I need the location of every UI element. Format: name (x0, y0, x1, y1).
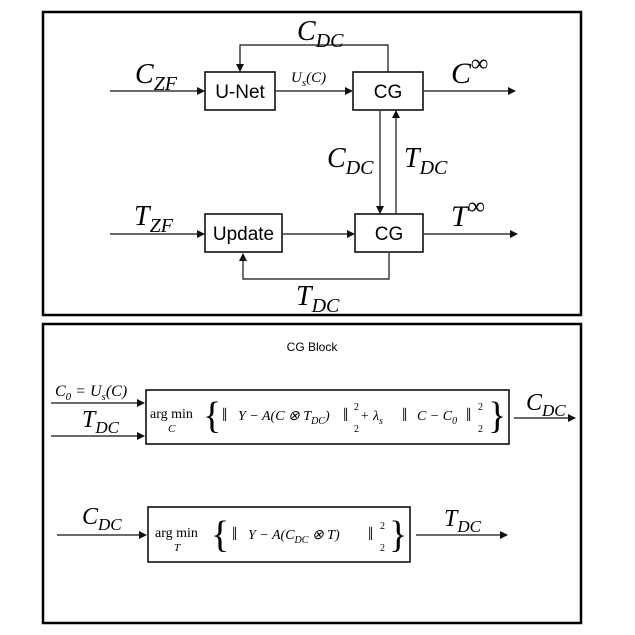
label-tinf: T∞ (451, 194, 485, 233)
label-cinf: C∞ (451, 51, 488, 90)
row2-norm-sub: 2 (380, 543, 385, 554)
cg-bottom-label: CG (375, 224, 404, 245)
row2-left-brace: { (211, 514, 229, 556)
label-tdc-up: TDC (404, 143, 448, 179)
row1-input-c0: C0 = Us(C) (55, 383, 127, 403)
row2-formula-box: arg min T { ‖ Y − A(CDC ⊗ T) ‖ 2 2 } (147, 506, 411, 563)
row1-data-term: Y − A(C ⊗ TDC) (238, 409, 330, 427)
row1-argmin: arg min (150, 407, 193, 422)
row2-norm-exp: 2 (380, 521, 385, 532)
label-us-c: Us(C) (291, 70, 326, 89)
row1-norm-sub: 2 (354, 424, 359, 435)
row1-argmin-var: C (168, 423, 176, 435)
unet-label: U-Net (215, 82, 265, 103)
row2-input-cdc: CDC (82, 504, 122, 534)
row1-reg-exp: 2 (478, 402, 483, 413)
bottom-panel-frame (41, 322, 583, 625)
arrow-tdc-feedback (239, 253, 390, 280)
row2-right-brace: } (389, 514, 407, 556)
row2-data-term: Y − A(CDC ⊗ T) (248, 528, 340, 546)
label-czf: CZF (135, 59, 178, 95)
label-cdc-down: CDC (327, 143, 374, 179)
row1-reg-norm-open: ‖ (402, 405, 407, 426)
cg-block-title: CG Block (287, 340, 339, 354)
row1-reg-norm-close: ‖ (466, 405, 471, 426)
update-label: Update (213, 224, 274, 245)
row1-reg-term: C − C0 (417, 409, 457, 427)
row1-right-brace: } (488, 395, 506, 437)
row2-norm-close: ‖ (368, 524, 373, 545)
cg-bottom-block: CG (354, 213, 424, 253)
cg-top-block: CG (352, 71, 424, 111)
row2-norm-open: ‖ (232, 524, 237, 545)
row1-norm-exp: 2 (354, 402, 359, 413)
row1-lambda: + λs (360, 409, 383, 427)
cg-top-label: CG (374, 82, 403, 103)
label-tzf: TZF (134, 201, 174, 237)
top-panel-frame (41, 10, 583, 317)
row1-input-tdc: TDC (82, 407, 120, 437)
row1-left-brace: { (203, 395, 221, 437)
row1-formula-box: arg min C { ‖ Y − A(C ⊗ TDC) ‖ 2 2 + λs … (145, 389, 510, 445)
arrow-cdc-feedback (236, 44, 389, 72)
row1-norm-open: ‖ (222, 405, 227, 426)
row2-output-tdc: TDC (444, 506, 482, 536)
label-cdc-feedback: CDC (297, 16, 344, 52)
label-tdc-feedback: TDC (296, 281, 340, 317)
update-block: Update (204, 213, 283, 253)
row1-norm-close: ‖ (343, 405, 348, 426)
row1-output-cdc: CDC (526, 390, 566, 420)
row2-argmin-var: T (174, 542, 181, 554)
unet-block: U-Net (204, 71, 276, 111)
row1-reg-sub: 2 (478, 424, 483, 435)
row2-argmin: arg min (155, 526, 198, 541)
